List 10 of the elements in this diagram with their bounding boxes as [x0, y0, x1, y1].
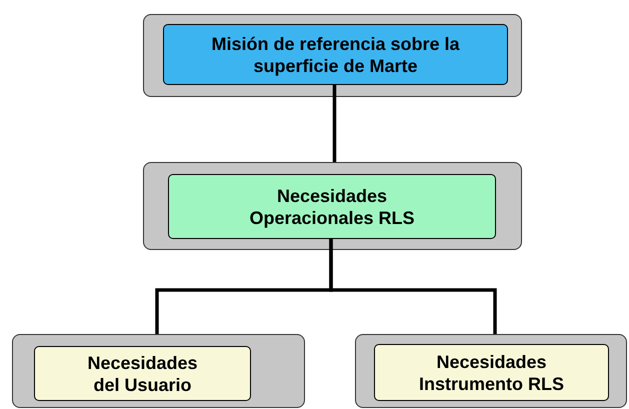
panel-background — [355, 334, 627, 408]
connector-line — [329, 238, 497, 334]
process-box: Misión de referencia sobre la superficie de Marte — [163, 24, 508, 85]
panel-background — [143, 162, 522, 250]
connector-line — [332, 84, 336, 162]
panel-background — [143, 14, 522, 97]
process-box: Necesidades del Usuario — [34, 346, 251, 401]
panel-background — [12, 334, 305, 408]
process-box: Necesidades Operacionales RLS — [168, 174, 496, 239]
process-box: Necesidades Instrumento RLS — [374, 344, 609, 401]
